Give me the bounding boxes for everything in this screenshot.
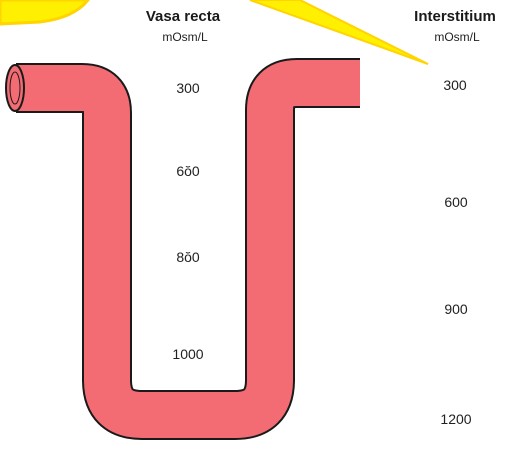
vasa-recta-value: 8ŏ0 [176,249,200,265]
callout-bubble [0,0,90,26]
interstitium-value: 300 [443,77,467,93]
vasa-recta-tube [5,58,360,440]
tube-fill [16,60,360,438]
vasa-recta-title: Vasa recta [145,8,221,25]
interstitium-value: 1200 [440,411,472,427]
tube-left-opening-inner [9,71,21,105]
interstitium-title: Interstitium [414,8,496,25]
interstitium-value: 900 [444,301,468,317]
vasa-recta-value: 1000 [172,346,204,362]
vasa-recta-value: 300 [176,80,200,96]
vasa-recta-value: 6ŏ0 [176,163,200,179]
tube-left-opening [5,64,25,112]
callout-pointer [249,0,429,65]
interstitium-value: 600 [444,194,468,210]
interstitium-unit: mOsm/L [434,30,480,44]
vasa-recta-unit: mOsm/L [162,30,208,44]
